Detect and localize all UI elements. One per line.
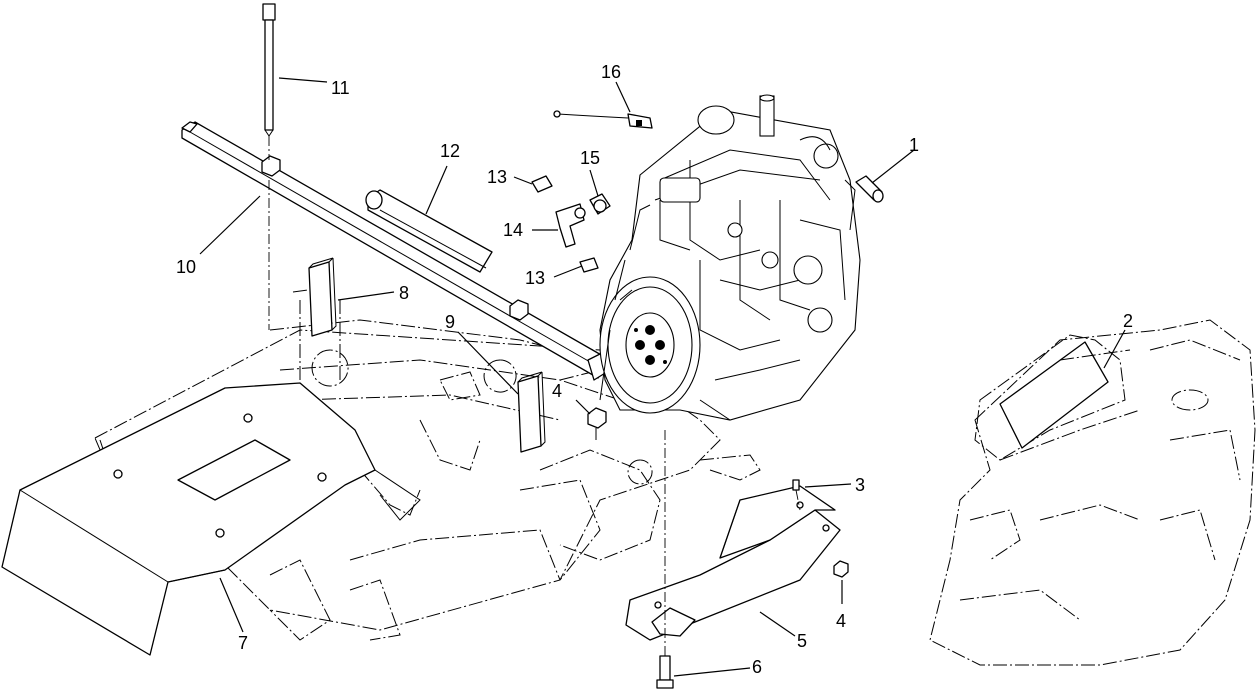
leader-lines <box>199 77 1126 677</box>
callout-2: 2 <box>1123 311 1133 331</box>
callout-15: 15 <box>580 148 600 168</box>
fitting-part-13-upper <box>531 175 553 193</box>
bolt-part-6 <box>656 430 674 689</box>
sensor-part-16 <box>553 110 653 129</box>
callout-13-upper: 13 <box>487 167 507 187</box>
callout-6: 6 <box>752 657 762 677</box>
callout-9: 9 <box>445 312 455 332</box>
callout-14: 14 <box>503 220 523 240</box>
engine-assembly <box>599 94 861 421</box>
callout-13-lower: 13 <box>525 268 545 288</box>
sleeve-part-12 <box>365 189 493 273</box>
rod-part-11 <box>262 3 276 330</box>
callout-1: 1 <box>909 135 919 155</box>
bracket-part-8 <box>292 257 337 337</box>
tee-fitting-part-14 <box>555 203 586 248</box>
callout-8: 8 <box>399 283 409 303</box>
callout-12: 12 <box>440 141 460 161</box>
bracket-part-9 <box>517 371 546 453</box>
nut-part-4-lower <box>833 560 849 578</box>
callout-labels: 1 2 3 4 4 5 6 7 8 9 10 11 12 13 14 15 13… <box>176 62 1133 677</box>
callout-4-lower: 4 <box>836 611 846 631</box>
callout-11: 11 <box>331 78 350 98</box>
callout-10: 10 <box>176 257 196 277</box>
nut-part-4-upper <box>587 407 607 440</box>
floor-pan-part-7 <box>1 382 421 656</box>
callout-5: 5 <box>797 631 807 651</box>
enclosure-part-2 <box>929 319 1256 666</box>
fitting-part-13-lower <box>579 257 599 273</box>
callout-7: 7 <box>238 633 248 653</box>
callout-16: 16 <box>601 62 621 82</box>
bolt-part-3 <box>792 479 801 511</box>
plate-part-5 <box>625 485 841 641</box>
cap-part-15 <box>589 193 611 215</box>
fitting-part-1 <box>855 175 884 203</box>
callout-4-upper: 4 <box>552 381 562 401</box>
callout-3: 3 <box>855 475 865 495</box>
